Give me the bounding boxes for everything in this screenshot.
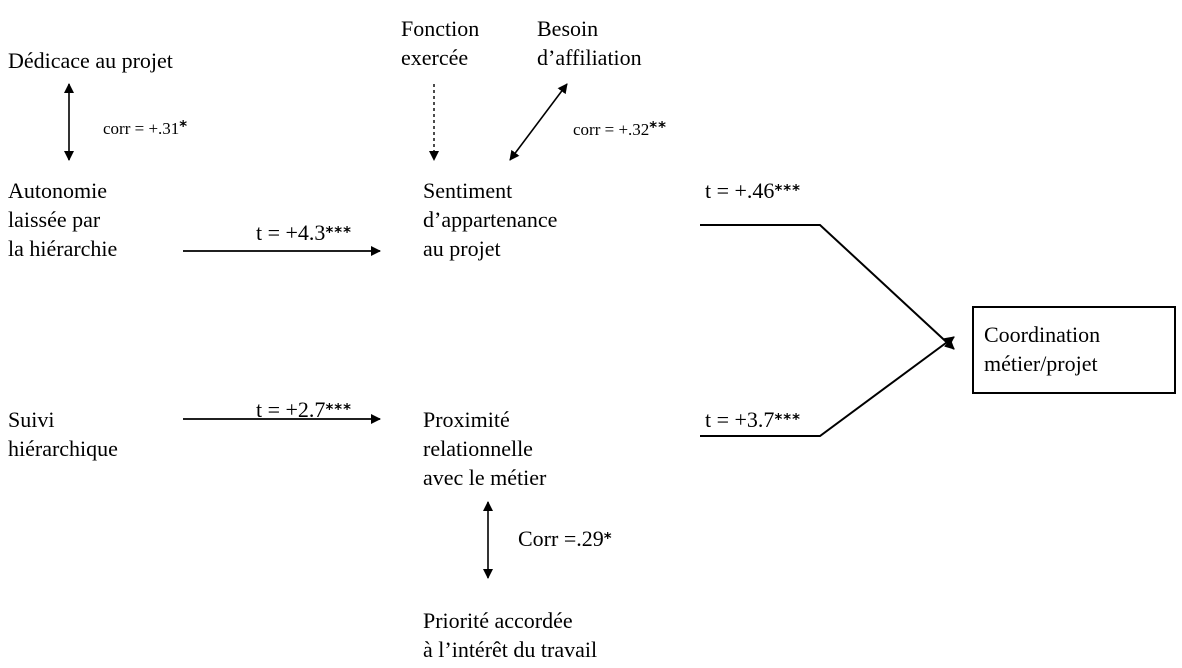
edge-label-suivi-proximite-value: t = +2.7 bbox=[256, 397, 326, 422]
node-autonomie: Autonomie laissée par la hiérarchie bbox=[8, 176, 117, 263]
node-coordination-line-1: Coordination bbox=[984, 322, 1101, 347]
node-priorite-line-2: à l’intérêt du travail bbox=[423, 637, 598, 662]
node-suivi: Suivi hiérarchique bbox=[8, 405, 118, 463]
node-autonomie-line-2: laissée par bbox=[8, 207, 101, 232]
edge-label-proximite-priorite-value: Corr =.29 bbox=[518, 526, 604, 551]
node-priorite-line-1: Priorité accordée bbox=[423, 608, 573, 633]
edge-label-affiliation-sentiment-value: corr = +.32 bbox=[573, 120, 650, 139]
arrow-proximite-coordination bbox=[700, 336, 955, 437]
node-coordination-line-2: métier/projet bbox=[984, 351, 1098, 376]
edge-label-autonomie-sentiment-value: t = +4.3 bbox=[256, 220, 326, 245]
node-dedicace-line-1: Dédicace au projet bbox=[8, 48, 173, 73]
node-proximite-line-3: avec le métier bbox=[423, 465, 547, 490]
edge-label-autonomie-sentiment: t = +4.3*** bbox=[256, 218, 352, 247]
edge-label-affiliation-sentiment-stars: ** bbox=[649, 118, 667, 136]
node-suivi-line-1: Suivi bbox=[8, 407, 55, 432]
edge-label-suivi-proximite: t = +2.7*** bbox=[256, 395, 352, 424]
node-sentiment-line-3: au projet bbox=[423, 236, 501, 261]
node-proximite: Proximité relationnelle avec le métier bbox=[423, 405, 546, 492]
edge-label-proximite-coordination-stars: *** bbox=[774, 410, 801, 428]
node-fonction-line-1: Fonction bbox=[401, 16, 480, 41]
arrow-sentiment-coordination bbox=[700, 224, 955, 350]
node-affiliation: Besoin d’affiliation bbox=[537, 14, 642, 72]
edge-label-dedicace-autonomie-value: corr = +.31 bbox=[103, 119, 180, 138]
edge-label-dedicace-autonomie-stars: * bbox=[179, 117, 189, 135]
node-affiliation-line-2: d’affiliation bbox=[537, 45, 642, 70]
edge-label-suivi-proximite-stars: *** bbox=[325, 400, 352, 418]
node-sentiment-line-1: Sentiment bbox=[423, 178, 513, 203]
edge-label-sentiment-coordination-stars: *** bbox=[774, 181, 801, 199]
edge-label-proximite-coordination-value: t = +3.7 bbox=[705, 407, 775, 432]
node-priorite: Priorité accordée à l’intérêt du travail bbox=[423, 606, 597, 664]
node-dedicace: Dédicace au projet bbox=[8, 46, 173, 75]
node-affiliation-line-1: Besoin bbox=[537, 16, 599, 41]
edge-label-proximite-priorite: Corr =.29* bbox=[518, 524, 613, 553]
edge-label-proximite-coordination: t = +3.7*** bbox=[705, 405, 801, 434]
edge-label-sentiment-coordination: t = +.46*** bbox=[705, 176, 801, 205]
node-fonction: Fonction exercée bbox=[401, 14, 479, 72]
edge-label-sentiment-coordination-value: t = +.46 bbox=[705, 178, 775, 203]
node-sentiment: Sentiment d’appartenance au projet bbox=[423, 176, 557, 263]
edge-label-proximite-priorite-stars: * bbox=[603, 529, 613, 547]
node-suivi-line-2: hiérarchique bbox=[8, 436, 118, 461]
edge-label-affiliation-sentiment: corr = +.32** bbox=[573, 113, 667, 144]
edge-label-autonomie-sentiment-stars: *** bbox=[325, 223, 352, 241]
node-sentiment-line-2: d’appartenance bbox=[423, 207, 558, 232]
node-autonomie-line-3: la hiérarchie bbox=[8, 236, 118, 261]
node-coordination: Coordination métier/projet bbox=[984, 320, 1100, 378]
arrow-affiliation-sentiment bbox=[509, 83, 568, 161]
node-proximite-line-2: relationnelle bbox=[423, 436, 533, 461]
node-fonction-line-2: exercée bbox=[401, 45, 469, 70]
node-autonomie-line-1: Autonomie bbox=[8, 178, 107, 203]
edge-label-dedicace-autonomie: corr = +.31* bbox=[103, 112, 188, 143]
node-proximite-line-1: Proximité bbox=[423, 407, 510, 432]
node-coordination-box bbox=[972, 306, 1176, 394]
